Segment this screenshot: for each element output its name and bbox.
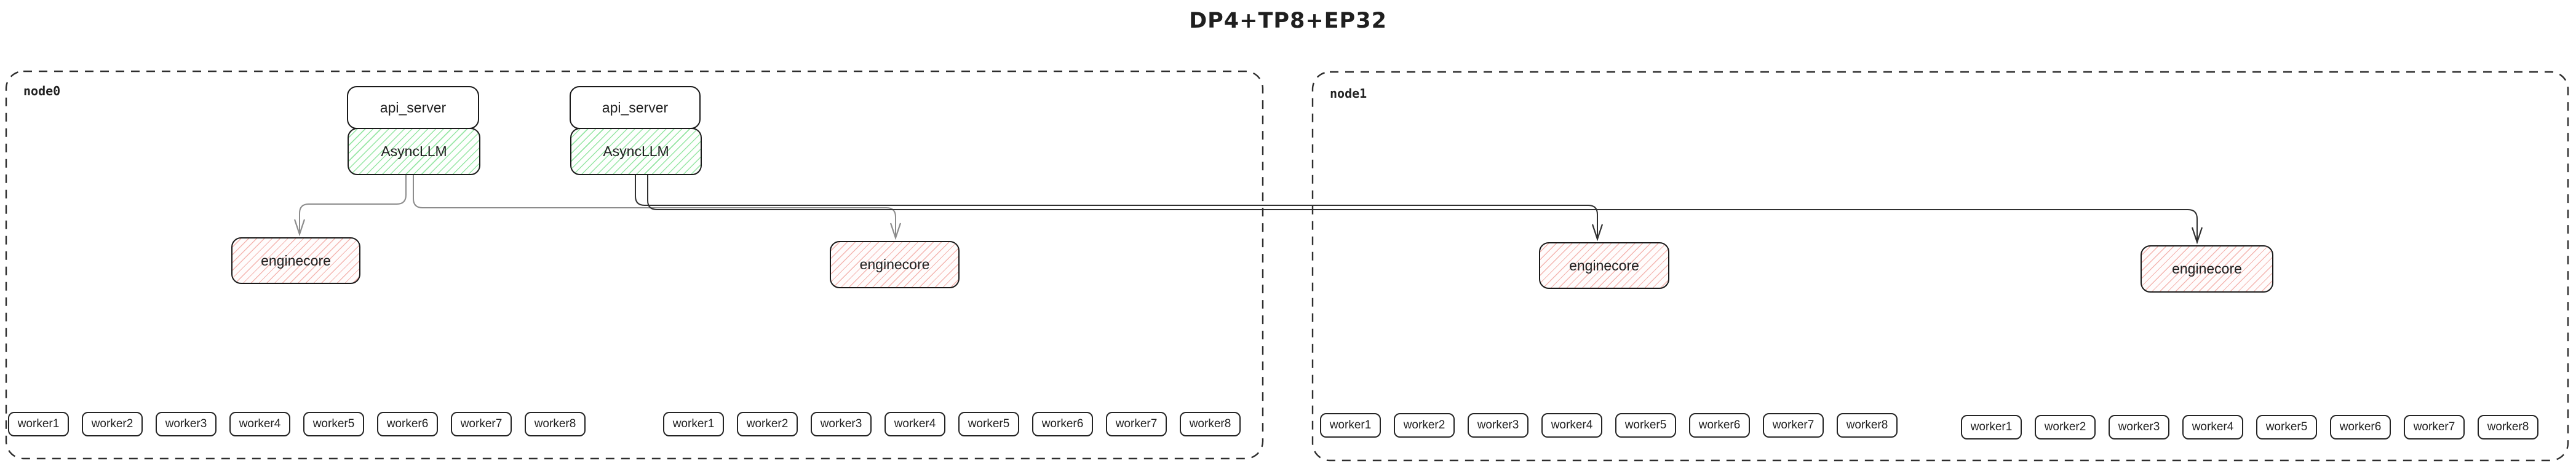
arrowhead-enginecore4 <box>2191 227 2203 245</box>
worker-box: worker7 <box>2404 415 2465 439</box>
edge-asyncllm2-to-enginecore4 <box>647 173 2198 240</box>
async-llm-box-2: AsyncLLM <box>570 128 702 175</box>
worker-box: worker2 <box>1394 413 1455 438</box>
api-server-box-2: api_server <box>570 86 701 129</box>
worker-box: worker1 <box>663 412 724 436</box>
worker-box: worker3 <box>811 412 872 436</box>
enginecore-box-2: enginecore <box>830 241 960 288</box>
worker-box: worker8 <box>525 412 586 436</box>
worker-box: worker2 <box>82 412 143 436</box>
worker-box: worker5 <box>303 412 364 436</box>
worker-box: worker6 <box>1032 412 1093 436</box>
worker-box: worker3 <box>156 412 217 436</box>
worker-box: worker5 <box>2256 415 2317 439</box>
worker-box: worker3 <box>1468 413 1529 438</box>
worker-box: worker1 <box>1961 415 2022 439</box>
worker-box: worker3 <box>2109 415 2169 439</box>
node1-label: node1 <box>1330 86 1367 101</box>
worker-box: worker6 <box>1689 413 1750 438</box>
worker-box: worker4 <box>2182 415 2243 439</box>
worker-box: worker2 <box>2035 415 2096 439</box>
worker-box: worker8 <box>1180 412 1241 436</box>
worker-box: worker1 <box>1320 413 1381 438</box>
worker-box: worker5 <box>1615 413 1676 438</box>
worker-box: worker1 <box>8 412 69 436</box>
worker-box: worker4 <box>885 412 945 436</box>
worker-box: worker4 <box>1541 413 1602 438</box>
node1-container <box>1311 71 2569 462</box>
worker-box: worker4 <box>229 412 290 436</box>
worker-box: worker5 <box>958 412 1019 436</box>
worker-box: worker7 <box>1106 412 1167 436</box>
async-llm-box-1: AsyncLLM <box>348 128 480 175</box>
arrowhead-enginecore1 <box>293 219 306 237</box>
node0-label: node0 <box>23 84 61 98</box>
api-server-box-1: api_server <box>347 86 479 129</box>
arrowhead-enginecore2 <box>889 223 902 240</box>
edge-asyncllm2-to-enginecore3 <box>635 173 1598 237</box>
worker-box: worker6 <box>2330 415 2391 439</box>
enginecore-box-4: enginecore <box>2141 245 2273 293</box>
worker-box: worker7 <box>1763 413 1824 438</box>
worker-box: worker2 <box>737 412 798 436</box>
arrowhead-enginecore3 <box>1591 224 1604 242</box>
worker-box: worker8 <box>1837 413 1898 438</box>
edge-asyncllm1-to-enginecore1 <box>299 173 407 232</box>
edge-asyncllm1-to-enginecore2 <box>413 173 896 235</box>
worker-box: worker8 <box>2478 415 2538 439</box>
enginecore-box-3: enginecore <box>1539 242 1669 289</box>
enginecore-box-1: enginecore <box>231 237 360 284</box>
diagram-title: DP4+TP8+EP32 <box>1189 9 1387 33</box>
worker-box: worker6 <box>377 412 438 436</box>
worker-box: worker7 <box>451 412 512 436</box>
